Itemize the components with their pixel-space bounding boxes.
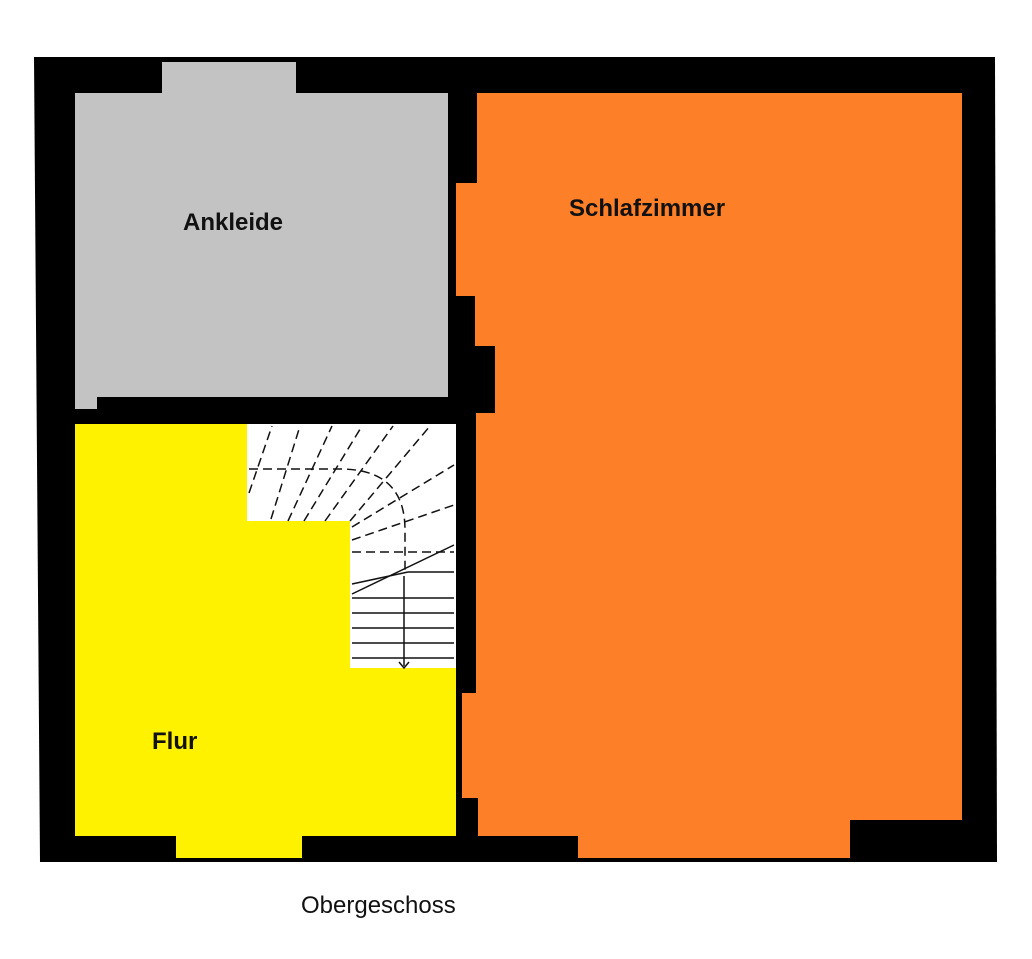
stair-winder-dashed: [270, 425, 301, 520]
stair-winder-dashed: [324, 425, 394, 522]
schlafzimmer-area: [456, 93, 962, 858]
stair-winder-dashed: [303, 425, 363, 522]
room-flur: [75, 424, 456, 858]
ankleide-label: Ankleide: [183, 209, 283, 236]
stair-arrow: [398, 661, 410, 670]
stair-winder: [351, 544, 455, 595]
room-ankleide: [75, 62, 448, 409]
stair-winder-dashed: [349, 425, 431, 522]
stair-winder-dashed: [351, 464, 455, 528]
stair-winder: [351, 571, 409, 585]
floor-caption: Obergeschoss: [301, 892, 456, 919]
ankleide-area: [75, 62, 448, 409]
stair-walkline-dashed: [249, 468, 406, 572]
stair-winder-dashed: [248, 425, 273, 494]
schlafzimmer-label: Schlafzimmer: [569, 195, 725, 222]
stair-winder-dashed: [287, 425, 333, 522]
stair-winder-dashed: [351, 504, 455, 541]
staircase: [247, 424, 456, 670]
flur-area: [75, 424, 456, 858]
room-schlafzimmer: [456, 93, 962, 858]
flur-label: Flur: [152, 728, 197, 755]
